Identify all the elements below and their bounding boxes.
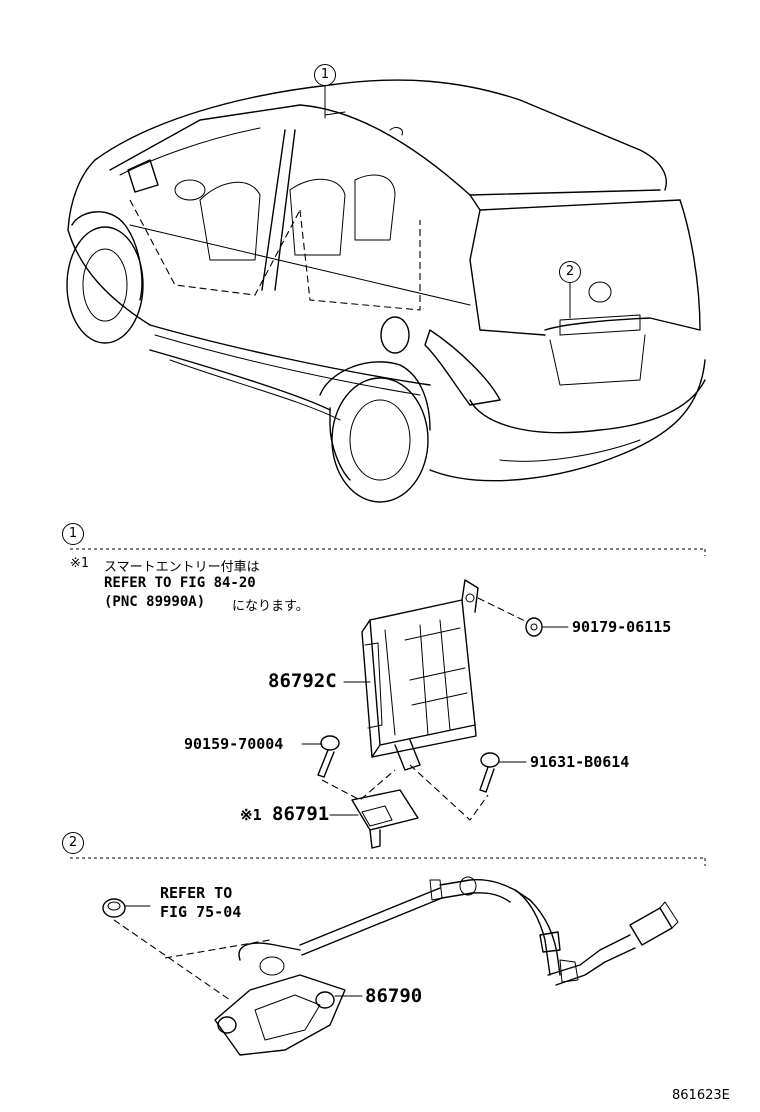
sensor-86790 xyxy=(214,876,679,1056)
part-number-90179-06115: 90179-06115 xyxy=(572,618,672,636)
part-86791-note-mark: ※1 xyxy=(240,806,262,824)
callout-2: 2 xyxy=(559,261,581,283)
bolt-91631-B0614 xyxy=(479,752,500,793)
section-1-marker: 1 xyxy=(62,523,84,545)
callout-1: 1 xyxy=(314,64,336,86)
part-number-86791: 86791 xyxy=(272,803,330,825)
nut-90179-06115 xyxy=(525,617,543,637)
note-line-2: REFER TO FIG 84-20 xyxy=(104,575,256,591)
vehicle-illustration xyxy=(66,79,706,503)
note-line-3-tail: になります。 xyxy=(232,599,309,614)
part-number-90159-70004: 90159-70004 xyxy=(184,735,284,753)
note-line-3-code: (PNC 89990A) xyxy=(104,594,206,610)
part-number-86792C: 86792C xyxy=(268,670,337,692)
part-number-91631-B0614: 91631-B0614 xyxy=(530,753,630,771)
section-2-marker: 2 xyxy=(62,832,84,854)
figure-code: 861623E xyxy=(672,1088,730,1103)
refer-line-2: FIG 75-04 xyxy=(160,903,242,921)
refer-line-1: REFER TO xyxy=(160,884,233,902)
computer-unit-86792C xyxy=(361,579,479,771)
bracket-86791 xyxy=(351,789,419,849)
note-line-1: スマートエントリー付車は xyxy=(104,560,260,575)
note-mark: ※1 xyxy=(70,556,89,571)
part-number-86790: 86790 xyxy=(365,985,423,1007)
bolt-90159-70004 xyxy=(317,735,340,778)
clip-refer-fig-75-04 xyxy=(102,898,126,918)
